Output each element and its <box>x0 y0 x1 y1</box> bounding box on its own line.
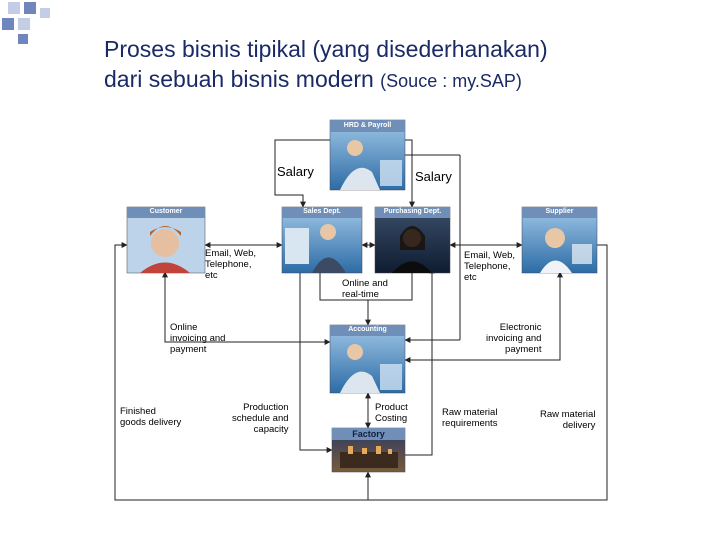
arrow-hrd-purchasing <box>405 139 415 208</box>
title-line-2: dari sebuah bisnis modern (Souce : my.SA… <box>104 64 704 96</box>
slide-title: Proses bisnis tipikal (yang disederhanak… <box>104 34 704 96</box>
arrow-customer-accounting <box>162 271 331 345</box>
label-production-schedule: Production schedule and capacity <box>232 402 289 435</box>
purchasing-header: Purchasing Dept. <box>383 208 442 215</box>
arrow-hrd-sales <box>274 139 330 208</box>
label-salary-right: Salary <box>415 169 452 184</box>
node-accounting <box>329 324 406 394</box>
arrow-raw-requirements <box>405 267 435 456</box>
node-supplier <box>521 206 598 274</box>
factory-header: Factory <box>352 429 385 439</box>
accounting-header: Accounting <box>348 326 387 333</box>
label-raw-delivery: Raw material delivery <box>540 409 596 431</box>
arrow-production-schedule <box>299 268 333 453</box>
title-line-1: Proses bisnis tipikal (yang disederhanak… <box>104 36 548 62</box>
arrow-supplier-accounting <box>404 271 563 363</box>
node-customer <box>126 206 206 274</box>
label-raw-requirements: Raw material requirements <box>442 407 498 429</box>
customer-header: Customer <box>149 208 183 215</box>
arrow-raw-delivery <box>368 244 608 501</box>
title-source: (Souce : my.SAP) <box>380 71 522 91</box>
connectors <box>114 139 608 501</box>
node-purchasing <box>374 206 451 274</box>
corner-decoration <box>2 2 50 44</box>
supplier-header: Supplier <box>545 208 574 215</box>
title-line-2-text: dari sebuah bisnis modern <box>104 66 374 92</box>
label-finished-goods: Finished goods delivery <box>120 406 182 428</box>
node-hrd <box>329 119 406 191</box>
node-factory <box>331 427 406 473</box>
node-sales <box>281 206 363 274</box>
label-product-costing: Product Costing <box>375 402 408 424</box>
hrd-header: HRD & Payroll <box>343 122 392 129</box>
label-online-realtime: Online and real-time <box>342 278 388 300</box>
label-email-right: Email, Web, Telephone, etc <box>464 250 516 283</box>
sales-header: Sales Dept. <box>303 208 341 215</box>
label-email-left: Email, Web, Telephone, etc <box>205 248 257 281</box>
label-online-invoicing: Online invoicing and payment <box>170 322 226 355</box>
label-salary-left: Salary <box>277 164 314 179</box>
label-electronic-invoicing: Electronic invoicing and payment <box>486 322 542 355</box>
